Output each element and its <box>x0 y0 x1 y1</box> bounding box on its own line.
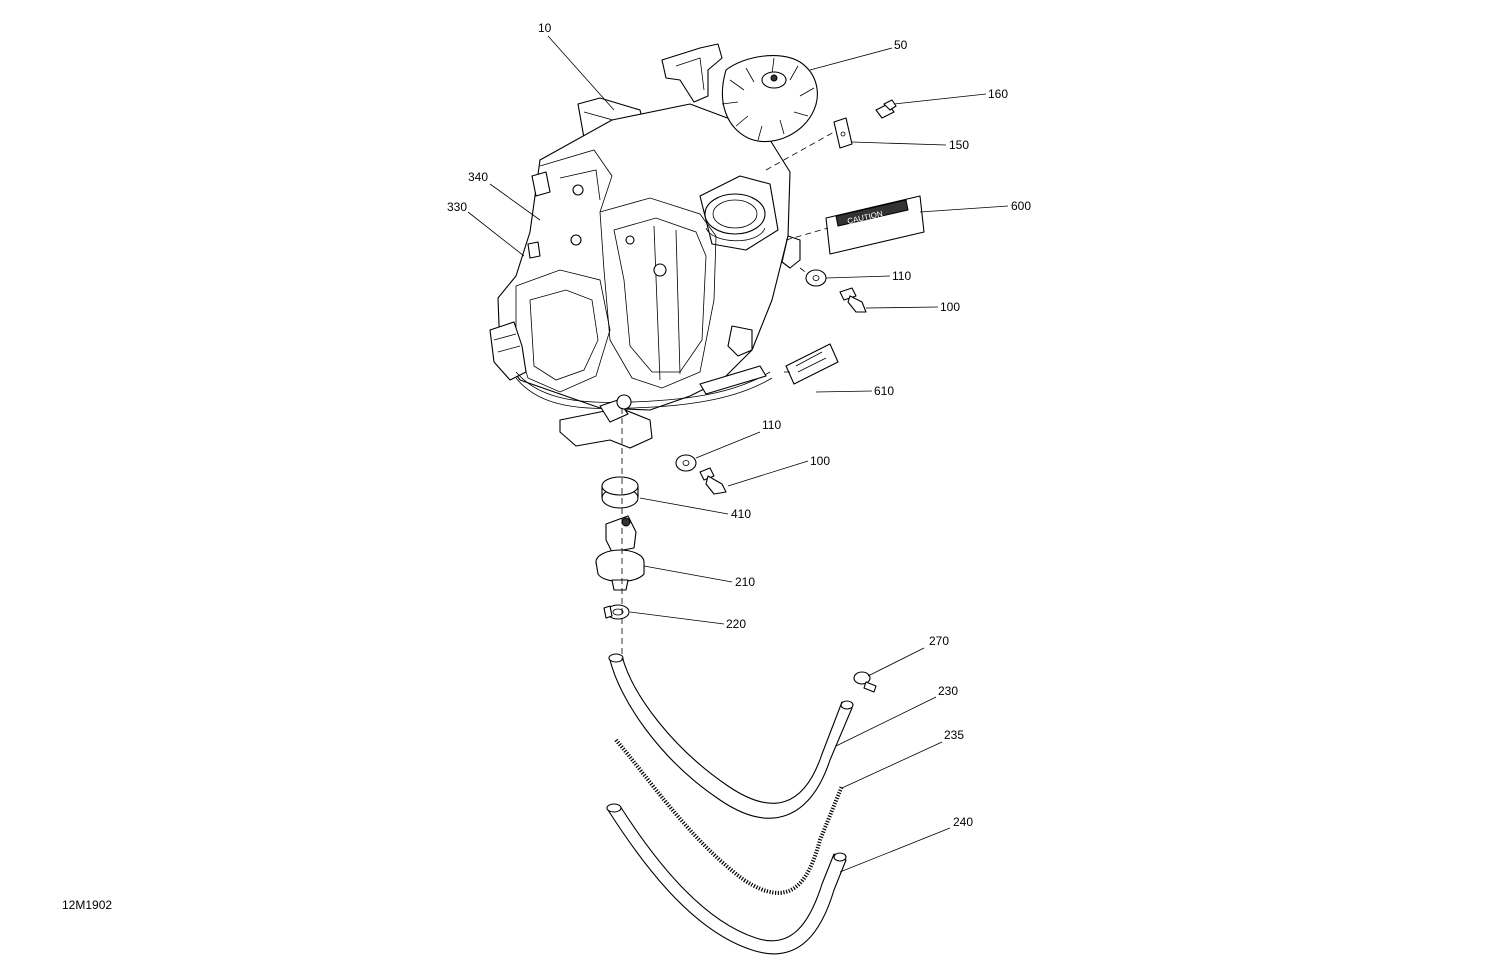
filler-cap <box>721 55 818 143</box>
callout-210: 210 <box>735 575 755 589</box>
clamp-410 <box>601 476 639 509</box>
decal-600: CAUTION <box>825 195 925 255</box>
bolt-100-lower <box>699 467 727 495</box>
callout-110-lower: 110 <box>762 418 781 432</box>
decal-610 <box>785 343 839 385</box>
callout-340: 340 <box>468 170 488 184</box>
spring-235 <box>614 738 844 895</box>
callout-160: 160 <box>988 87 1008 101</box>
callout-610: 610 <box>874 384 894 398</box>
washer-110-upper <box>805 269 827 287</box>
clamp-270 <box>853 671 877 693</box>
callout-50: 50 <box>894 38 908 52</box>
callout-410: 410 <box>731 507 751 521</box>
clamp-220 <box>603 604 630 620</box>
callout-330: 330 <box>447 200 467 214</box>
callout-150: 150 <box>949 138 969 152</box>
callout-270: 270 <box>929 634 949 648</box>
hose-240 <box>606 803 847 955</box>
callout-600: 600 <box>1011 199 1031 213</box>
hose-230 <box>608 653 854 819</box>
callout-240: 240 <box>953 815 973 829</box>
washer-110-lower <box>675 454 697 472</box>
screw-160 <box>875 99 897 119</box>
diagram-reference-code: 12M1902 <box>62 898 113 912</box>
callout-110-upper: 110 <box>892 269 911 283</box>
bolt-100-upper <box>839 287 867 313</box>
callout-10: 10 <box>538 21 552 35</box>
oil-tank <box>489 43 801 449</box>
callout-235: 235 <box>944 728 964 742</box>
callout-220: 220 <box>726 617 746 631</box>
callout-230: 230 <box>938 684 958 698</box>
sensor-210 <box>595 515 645 591</box>
clip-150 <box>833 117 853 149</box>
callout-100-upper: 100 <box>940 300 960 314</box>
callout-100-lower: 100 <box>810 454 830 468</box>
